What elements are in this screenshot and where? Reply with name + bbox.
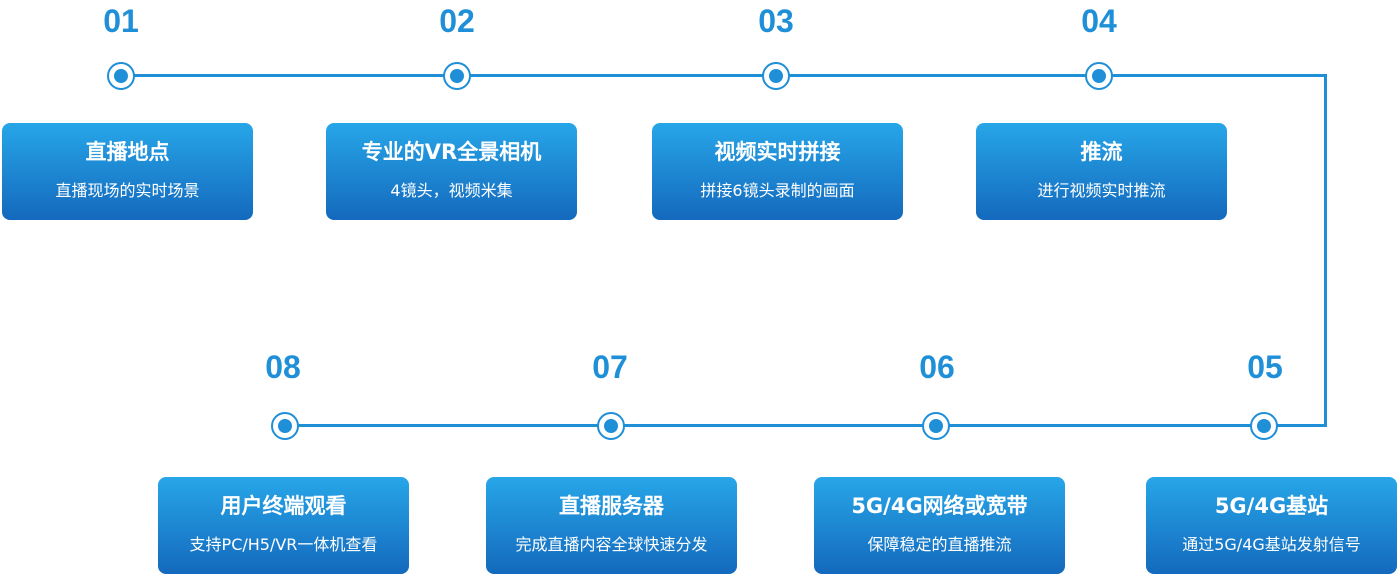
step-number-02: 02 (439, 3, 475, 39)
step-node-01 (107, 62, 135, 90)
step-card-01: 直播地点 直播现场的实时场景 (2, 123, 253, 220)
step-title: 直播地点 (85, 140, 170, 164)
step-subtitle: 4镜头，视频米集 (390, 181, 513, 200)
step-title: 视频实时拼接 (714, 140, 841, 164)
step-card-08: 用户终端观看 支持PC/H5/VR一体机查看 (158, 477, 409, 574)
step-title: 5G/4G网络或宽带 (851, 494, 1028, 518)
step-node-07 (597, 412, 625, 440)
step-subtitle: 拼接6镜头录制的画面 (700, 181, 855, 200)
step-node-05 (1250, 412, 1278, 440)
step-card-07: 直播服务器 完成直播内容全球快速分发 (486, 477, 737, 574)
step-number-04: 04 (1081, 3, 1117, 39)
step-subtitle: 通过5G/4G基站发射信号 (1182, 535, 1361, 554)
step-number-01: 01 (103, 3, 139, 39)
step-number-05: 05 (1247, 349, 1283, 385)
step-node-02 (443, 62, 471, 90)
step-card-04: 推流 进行视频实时推流 (976, 123, 1227, 220)
step-number-07: 07 (592, 349, 628, 385)
step-title: 推流 (1080, 140, 1123, 164)
step-node-06 (922, 412, 950, 440)
step-number-08: 08 (265, 349, 301, 385)
step-title: 用户终端观看 (220, 494, 347, 518)
step-title: 5G/4G基站 (1214, 494, 1329, 518)
step-node-08 (271, 412, 299, 440)
step-subtitle: 支持PC/H5/VR一体机查看 (189, 535, 378, 554)
step-card-03: 视频实时拼接 拼接6镜头录制的画面 (652, 123, 903, 220)
step-card-05: 5G/4G基站 通过5G/4G基站发射信号 (1146, 477, 1397, 574)
step-number-06: 06 (919, 349, 955, 385)
connector-line-right (1324, 74, 1327, 427)
step-subtitle: 进行视频实时推流 (1037, 181, 1166, 200)
step-title: 直播服务器 (559, 494, 664, 518)
step-node-04 (1085, 62, 1113, 90)
step-title: 专业的VR全景相机 (361, 140, 542, 164)
step-card-02: 专业的VR全景相机 4镜头，视频米集 (326, 123, 577, 220)
step-node-03 (762, 62, 790, 90)
connector-line-bottom (285, 424, 1327, 427)
connector-line-top (121, 74, 1327, 77)
step-subtitle: 直播现场的实时场景 (55, 181, 200, 200)
step-number-03: 03 (758, 3, 794, 39)
step-subtitle: 完成直播内容全球快速分发 (515, 535, 708, 554)
step-card-06: 5G/4G网络或宽带 保障稳定的直播推流 (814, 477, 1065, 574)
step-subtitle: 保障稳定的直播推流 (867, 535, 1012, 554)
